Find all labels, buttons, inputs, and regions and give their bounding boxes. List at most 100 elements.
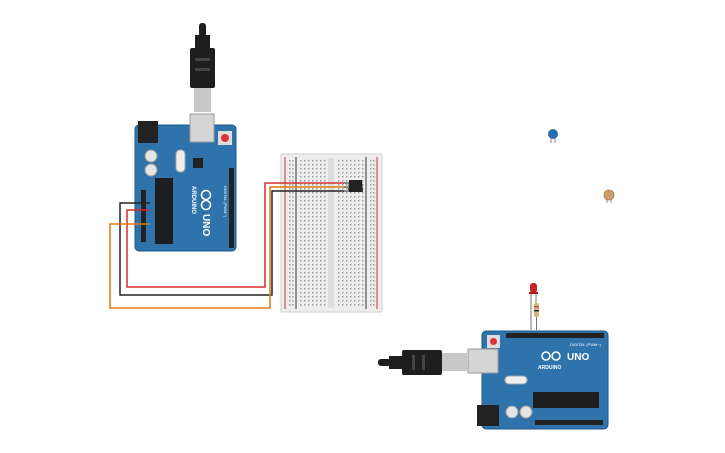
breadboard-hole [312,188,314,190]
breadboard-hole [292,276,294,278]
breadboard-hole [373,260,375,262]
breadboard-hole [362,176,364,178]
breadboard-hole [304,280,306,282]
breadboard-hole [316,168,318,170]
breadboard-hole [292,180,294,182]
breadboard-hole [350,192,352,194]
breadboard-hole [316,268,318,270]
breadboard-hole [324,192,326,194]
breadboard-hole [358,252,360,254]
breadboard-hole [308,192,310,194]
tan-ceramic-capacitor[interactable] [603,189,615,203]
resistor[interactable] [534,303,539,330]
breadboard-hole [292,212,294,214]
breadboard-hole [342,268,344,270]
breadboard-hole [304,212,306,214]
breadboard-hole [338,276,340,278]
breadboard-hole [350,164,352,166]
breadboard-hole [292,200,294,202]
breadboard-hole [338,236,340,238]
breadboard-hole [373,244,375,246]
breadboard-hole [338,184,340,186]
breadboard-hole [338,288,340,290]
breadboard-hole [292,292,294,294]
breadboard-hole [304,200,306,202]
breadboard-hole [350,260,352,262]
breadboard-hole [304,236,306,238]
breadboard-hole [350,208,352,210]
breadboard-hole [312,232,314,234]
breadboard-hole [316,228,318,230]
breadboard-hole [289,216,291,218]
breadboard-hole [362,172,364,174]
breadboard-hole [362,288,364,290]
breadboard-hole [373,212,375,214]
breadboard-hole [354,236,356,238]
breadboard-hole [354,264,356,266]
breadboard-hole [292,280,294,282]
breadboard-hole [300,244,302,246]
breadboard-hole [308,236,310,238]
breadboard-hole [350,300,352,302]
breadboard-hole [316,264,318,266]
breadboard-hole [354,268,356,270]
breadboard-hole [316,240,318,242]
breadboard-hole [300,196,302,198]
breadboard-hole [370,276,372,278]
breadboard[interactable] [280,153,383,313]
breadboard-hole [308,276,310,278]
red-led[interactable] [529,283,538,330]
breadboard-hole [308,244,310,246]
breadboard-hole [300,228,302,230]
usb-cable-left[interactable] [190,23,215,112]
breadboard-hole [350,276,352,278]
breadboard-hole [373,216,375,218]
breadboard-hole [358,212,360,214]
breadboard-hole [362,160,364,162]
breadboard-hole [308,304,310,306]
wire-orange[interactable] [109,186,344,309]
breadboard-hole [354,260,356,262]
arduino-left[interactable]: ARDUINO UNO DIGITAL (PWM~) [134,113,237,252]
breadboard-hole [300,292,302,294]
blue-ceramic-capacitor[interactable] [548,129,558,143]
breadboard-hole [324,296,326,298]
breadboard-hole [350,252,352,254]
breadboard-hole [350,228,352,230]
breadboard-hole [346,280,348,282]
breadboard-hole [304,264,306,266]
breadboard-hole [370,244,372,246]
temperature-sensor[interactable] [344,180,363,192]
arduino-right[interactable]: UNO ARDUINO DIGITAL (PWM~) [467,330,609,430]
breadboard-hole [354,172,356,174]
breadboard-hole [350,240,352,242]
breadboard-hole [338,216,340,218]
breadboard-hole [308,264,310,266]
breadboard-hole [362,292,364,294]
breadboard-hole [300,268,302,270]
breadboard-hole [338,232,340,234]
breadboard-hole [289,244,291,246]
breadboard-hole [308,184,310,186]
breadboard-hole [358,256,360,258]
breadboard-hole [373,224,375,226]
breadboard-hole [316,272,318,274]
breadboard-hole [300,212,302,214]
breadboard-hole [346,248,348,250]
breadboard-hole [312,172,314,174]
breadboard-hole [342,248,344,250]
breadboard-hole [342,176,344,178]
wire-black[interactable] [119,190,344,296]
usb-cable-right[interactable] [378,350,468,375]
breadboard-hole [358,288,360,290]
wire-red[interactable] [126,182,344,288]
breadboard-hole [320,236,322,238]
breadboard-hole [338,252,340,254]
breadboard-hole [300,236,302,238]
breadboard-hole [338,300,340,302]
breadboard-hole [354,176,356,178]
breadboard-hole [304,204,306,206]
breadboard-hole [324,264,326,266]
breadboard-hole [362,184,364,186]
breadboard-hole [300,164,302,166]
